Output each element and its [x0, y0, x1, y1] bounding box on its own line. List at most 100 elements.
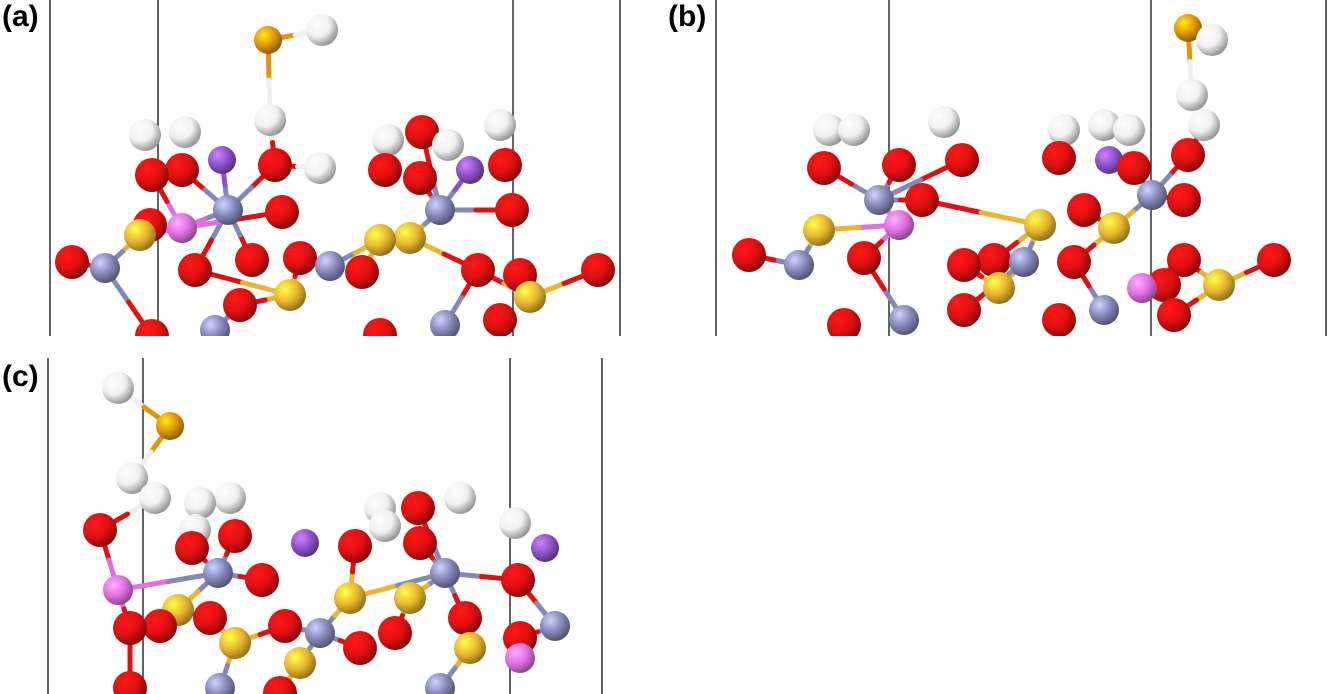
molecular-structure-panel-c — [0, 358, 660, 694]
oxygen-atom — [368, 153, 402, 187]
oxygen-atom — [827, 308, 861, 336]
oxygen-atom — [218, 519, 252, 553]
hydrogen-atom — [1196, 24, 1228, 56]
sulfur-atom — [156, 412, 184, 440]
hydrogen-atom — [499, 507, 531, 539]
oxygen-atom — [488, 148, 522, 182]
metal-atom — [425, 673, 455, 694]
oxygen-atom — [378, 616, 412, 650]
structure-c-svg — [47, 358, 603, 694]
phosphorus-atom — [334, 582, 366, 614]
pink-atom — [884, 210, 914, 240]
oxygen-atom — [55, 245, 89, 279]
oxygen-atom — [1167, 243, 1201, 277]
phosphorus-atom — [364, 224, 396, 256]
oxygen-atom — [847, 241, 881, 275]
hydrogen-atom — [813, 114, 845, 146]
oxygen-atom — [882, 148, 916, 182]
oxygen-atom — [235, 243, 269, 277]
oxygen-atom — [263, 676, 297, 694]
hydrogen-atom — [116, 462, 148, 494]
phosphorus-atom — [219, 627, 251, 659]
structure-a-svg — [49, 0, 621, 336]
metal-atom — [200, 315, 230, 336]
metal-atom — [90, 253, 120, 283]
metal-atom — [864, 185, 894, 215]
hydrogen-atom — [214, 482, 246, 514]
oxygen-atom — [268, 609, 302, 643]
hydrogen-atom — [1048, 114, 1080, 146]
oxygen-atom — [495, 193, 529, 227]
metal-atom — [889, 305, 919, 335]
hydrogen-atom — [928, 106, 960, 138]
panel-label-a: (a) — [2, 0, 39, 33]
purple-atom — [208, 146, 236, 174]
panel-label-b: (b) — [668, 0, 707, 33]
purple-atom — [1095, 146, 1123, 174]
molecular-structure-panel-b — [664, 0, 1328, 336]
oxygen-atom — [363, 318, 397, 336]
pink-atom — [167, 213, 197, 243]
metal-atom — [540, 611, 570, 641]
pink-atom — [103, 575, 133, 605]
oxygen-atom — [403, 526, 437, 560]
oxygen-atom — [165, 153, 199, 187]
sulfur-atom — [1174, 14, 1202, 42]
phosphorus-atom — [1098, 212, 1130, 244]
oxygen-atom — [113, 611, 147, 645]
metal-atom — [305, 618, 335, 648]
phosphorus-atom — [274, 279, 306, 311]
oxygen-atom — [135, 158, 169, 192]
oxygen-atom — [245, 563, 279, 597]
oxygen-atom — [947, 293, 981, 327]
oxygen-atom — [977, 243, 1011, 277]
hydrogen-atom — [432, 129, 464, 161]
purple-atom — [531, 534, 559, 562]
metal-atom — [430, 310, 460, 336]
metal-atom — [430, 558, 460, 588]
hydrogen-atom — [139, 482, 171, 514]
oxygen-atom — [135, 319, 169, 336]
oxygen-atom — [732, 238, 766, 272]
hydrogen-atom — [838, 114, 870, 146]
oxygen-atom — [1117, 151, 1151, 185]
phosphorus-atom — [983, 272, 1015, 304]
oxygen-atom — [345, 255, 379, 289]
oxygen-atom — [83, 513, 117, 547]
oxygen-atom — [448, 601, 482, 635]
phosphorus-atom — [803, 214, 835, 246]
oxygen-atom — [223, 288, 257, 322]
hydrogen-atom — [169, 116, 201, 148]
hydrogen-atom — [254, 104, 286, 136]
hydrogen-atom — [1088, 109, 1120, 141]
oxygen-atom — [343, 631, 377, 665]
oxygen-atom — [175, 531, 209, 565]
metal-atom — [784, 250, 814, 280]
hydrogen-atom — [1176, 79, 1208, 111]
oxygen-atom — [1057, 245, 1091, 279]
metal-atom — [1089, 295, 1119, 325]
oxygen-atom — [945, 143, 979, 177]
oxygen-atom — [143, 609, 177, 643]
purple-atom — [291, 529, 319, 557]
hydrogen-atom — [306, 14, 338, 46]
phosphorus-atom — [1203, 269, 1235, 301]
metal-atom — [203, 558, 233, 588]
metal-atom — [1009, 247, 1039, 277]
oxygen-atom — [1042, 141, 1076, 175]
hydrogen-atom — [1113, 114, 1145, 146]
phosphorus-atom — [514, 281, 546, 313]
oxygen-atom — [1067, 193, 1101, 227]
oxygen-atom — [1167, 183, 1201, 217]
oxygen-atom — [403, 161, 437, 195]
oxygen-atom — [581, 253, 615, 287]
oxygen-atom — [1257, 243, 1291, 277]
metal-atom — [213, 195, 243, 225]
pink-atom — [1127, 273, 1157, 303]
oxygen-atom — [193, 601, 227, 635]
oxygen-atom — [1171, 138, 1205, 172]
panel-label-c: (c) — [2, 360, 39, 393]
metal-atom — [205, 673, 235, 694]
oxygen-atom — [501, 563, 535, 597]
structure-b-svg — [715, 0, 1327, 336]
